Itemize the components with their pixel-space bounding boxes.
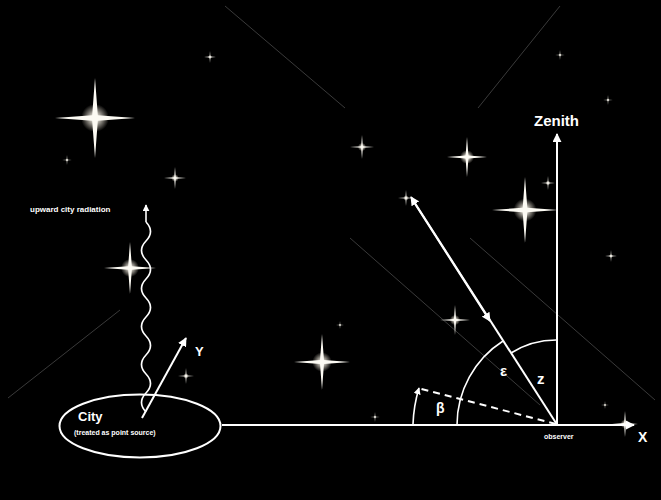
observer-label: observer [544, 433, 574, 441]
ellipse-outline [58, 393, 222, 459]
zenith-axis [556, 134, 558, 425]
city-ellipse: City (treated as point source) [58, 393, 222, 459]
city-note: (treated as point source) [74, 429, 156, 437]
radiation-label: upward city radiation [30, 206, 110, 215]
angle-label: ε [500, 363, 507, 380]
line-of-sight [411, 197, 556, 423]
angle-label: β [436, 401, 445, 416]
dashed-line [418, 388, 556, 424]
x-axis [222, 424, 634, 426]
zenith-arc [511, 340, 557, 353]
epsilon-arc [457, 341, 503, 425]
axis-label: Zenith [534, 113, 579, 130]
stars [55, 50, 638, 437]
city-name: City [78, 410, 103, 424]
axis-label: X [638, 430, 647, 445]
radiation-wave [142, 222, 151, 412]
beta-arc [413, 388, 419, 424]
line-of-sight-head [412, 199, 490, 321]
axis-label: Y [195, 345, 204, 359]
radiation-arrow [145, 205, 147, 222]
angle-label: z [537, 371, 545, 388]
